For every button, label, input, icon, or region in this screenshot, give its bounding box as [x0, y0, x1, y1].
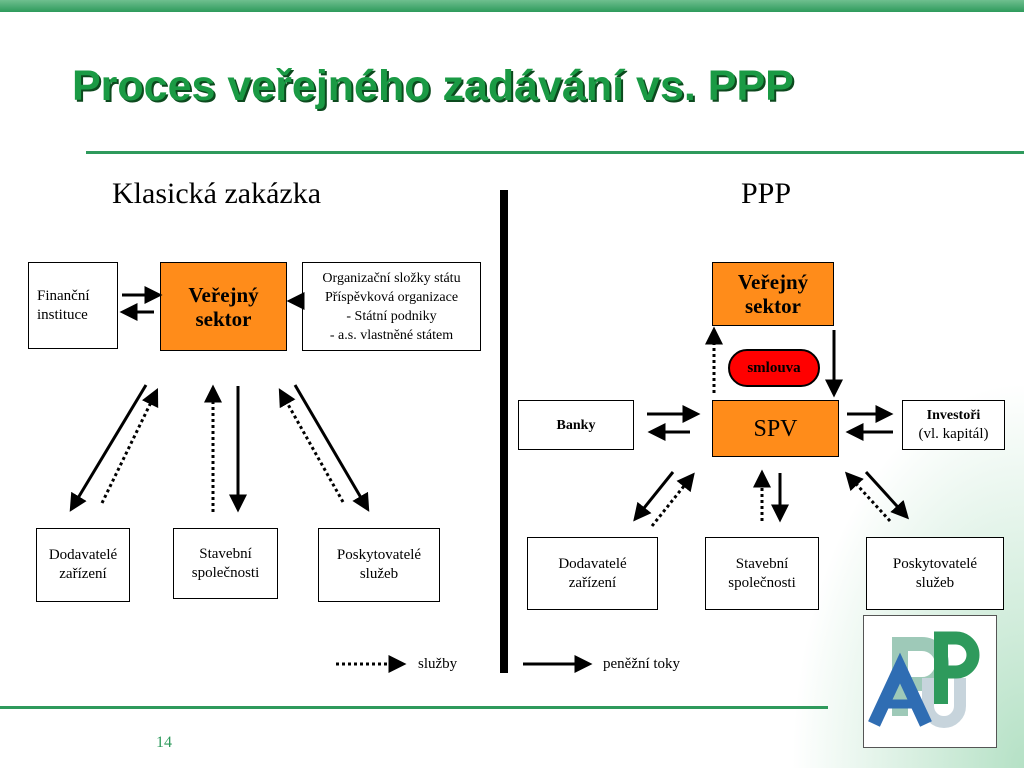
arrow-verejny-to-poskytovatele: [293, 384, 370, 512]
legend-solid-label: peněžní toky: [603, 656, 681, 672]
arrow-dodavatele-to-spv: [650, 472, 695, 527]
investori-title: Investoři: [926, 408, 981, 423]
arrow-spv-to-dodavatele: [633, 471, 675, 522]
legend-dotted-label: služby: [418, 656, 458, 672]
logo-icon: [868, 631, 980, 728]
organizacni-slozky-box: Organizační složky státu Příspěvková org…: [302, 262, 481, 351]
stavebni-box-left: Stavební společnosti: [173, 528, 278, 599]
dodavatele-box-right: Dodavatelé zařízení: [527, 537, 658, 610]
arrow-verejny-to-dodavatele: [69, 384, 148, 512]
poskytovatele-box-right: Poskytovatelé služeb: [866, 537, 1004, 610]
appu-logo: [863, 615, 997, 748]
left-heading: Klasická zakázka: [112, 177, 322, 210]
title-underline: [86, 151, 1024, 154]
top-accent-bar: [0, 0, 1024, 12]
dodavatele-box-left: Dodavatelé zařízení: [36, 528, 130, 602]
page-number: 14: [156, 734, 172, 751]
bottom-rule: [0, 706, 828, 709]
spv-label: SPV: [753, 415, 798, 442]
investori-box: Investoři (vl. kapitál): [902, 400, 1005, 450]
smlouva-badge: smlouva: [728, 349, 820, 387]
verejny-sektor-box-left: Veřejný sektor: [160, 262, 287, 351]
stavebni-box-right: Stavební společnosti: [705, 537, 819, 610]
center-divider: [500, 190, 508, 673]
right-heading: PPP: [741, 177, 792, 210]
financni-instituce-box: Finanční instituce: [28, 262, 118, 349]
investori-subtitle: (vl. kapitál): [918, 426, 989, 442]
slide-title: Proces veřejného zadávání vs. PPP: [72, 62, 794, 110]
arrow-poskytovatele-to-verejny: [278, 388, 345, 503]
banky-box: Banky: [518, 400, 634, 450]
verejny-sektor-box-right: Veřejný sektor: [712, 262, 834, 326]
spv-box: SPV: [712, 400, 839, 457]
poskytovatele-box-left: Poskytovatelé služeb: [318, 528, 440, 602]
arrow-dodavatele-to-verejny: [100, 387, 159, 504]
